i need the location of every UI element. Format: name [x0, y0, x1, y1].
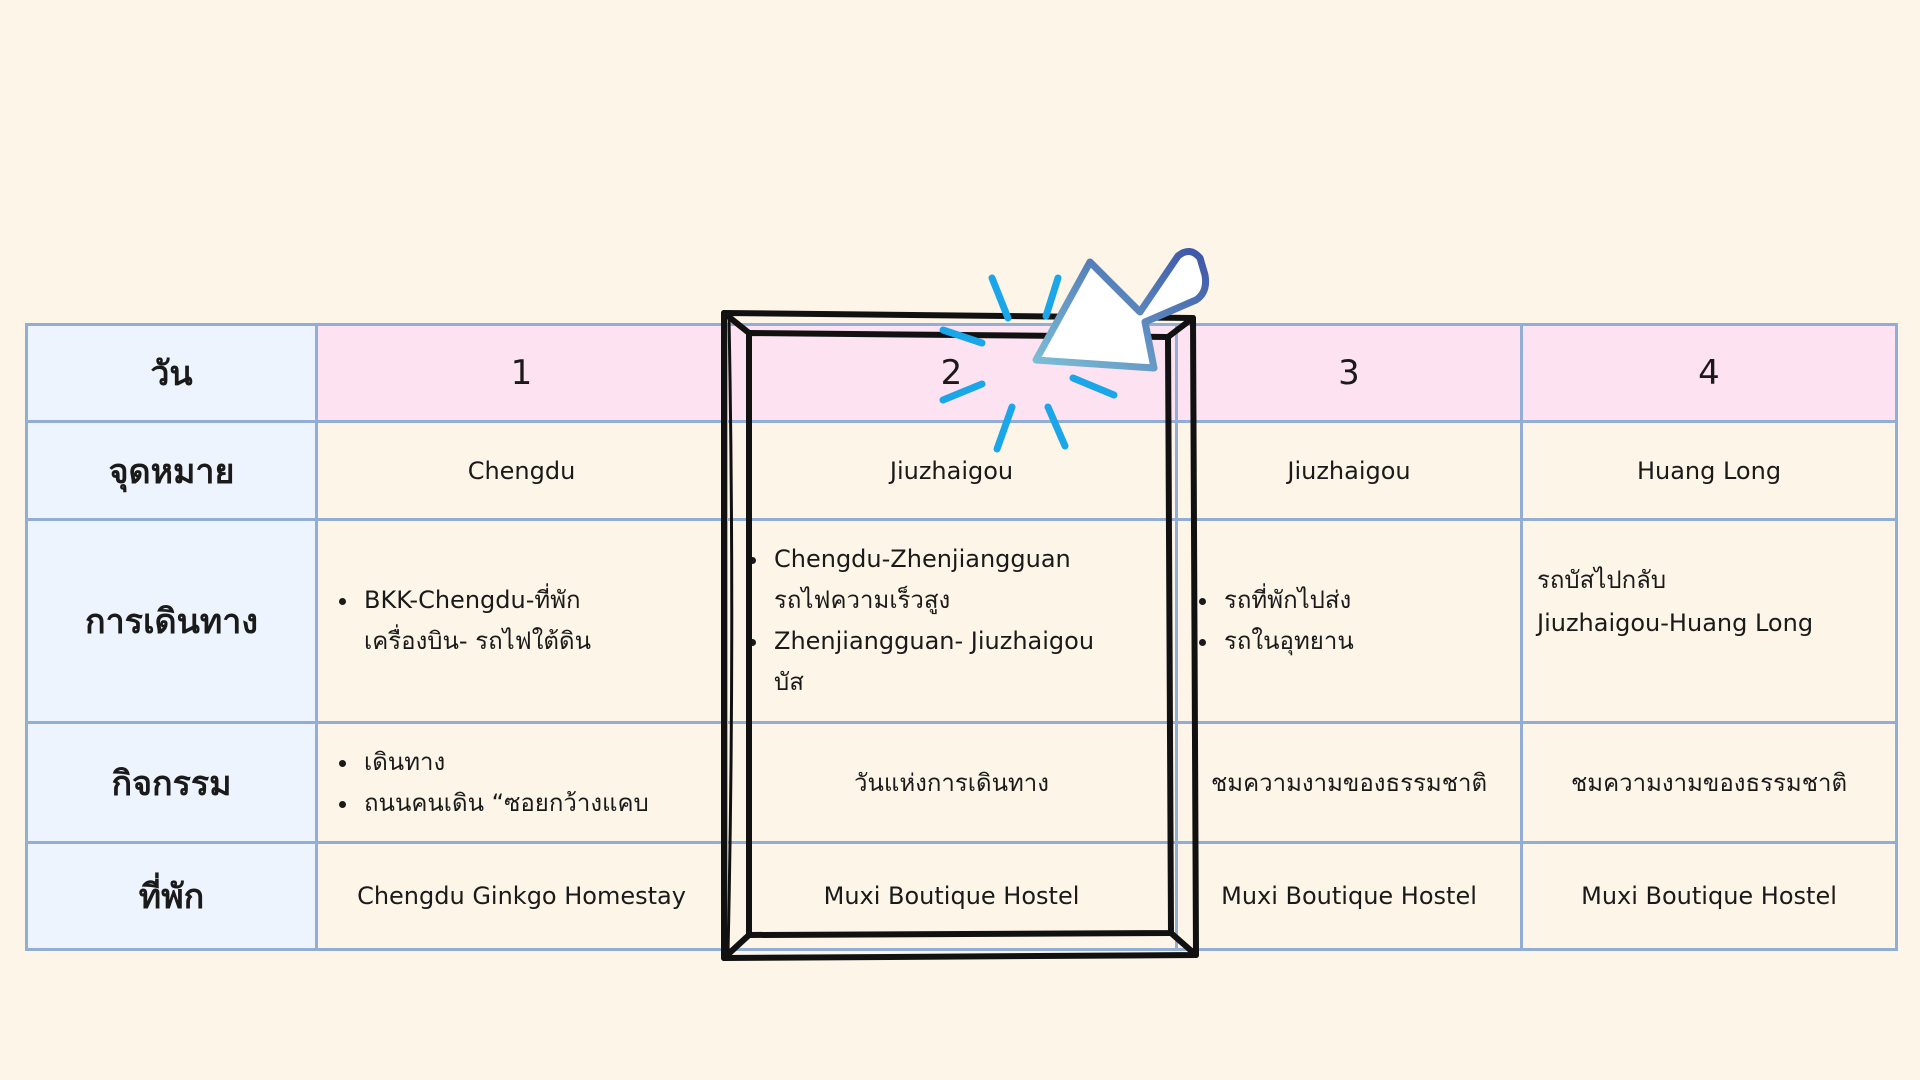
activity-day-1: เดินทาง ถนนคนเดิน “ซอยกว้างแคบ: [315, 721, 728, 844]
list-item: ถนนคนเดิน “ซอยกว้างแคบ: [360, 783, 717, 824]
accommodation-day-1: Chengdu Ginkgo Homestay: [315, 841, 728, 951]
accommodation-day-4: Muxi Boutique Hostel: [1520, 841, 1898, 951]
destination-label: จุดหมาย: [25, 420, 318, 521]
accommodation-label: ที่พัก: [25, 841, 318, 951]
day-number-2: 2: [725, 323, 1178, 423]
list-item: เดินทาง: [360, 742, 717, 783]
activity-day-2: วันแห่งการเดินทาง: [725, 721, 1178, 844]
destination-day-2: Jiuzhaigou: [725, 420, 1178, 521]
destination-row: จุดหมาย Chengdu Jiuzhaigou Jiuzhaigou Hu…: [25, 420, 1898, 521]
day-label: วัน: [25, 323, 318, 423]
destination-day-4: Huang Long: [1520, 420, 1898, 521]
activity-label: กิจกรรม: [25, 721, 318, 844]
travel-row: การเดินทาง BKK-Chengdu-ที่พักเครื่องบิน-…: [25, 518, 1898, 724]
destination-day-3: Jiuzhaigou: [1175, 420, 1523, 521]
destination-day-1: Chengdu: [315, 420, 728, 521]
day-number-4: 4: [1520, 323, 1898, 423]
list-item: รถที่พักไปส่ง: [1220, 580, 1512, 621]
list-item: รถในอุทยาน: [1220, 621, 1512, 662]
activity-day-3: ชมความงามของธรรมชาติ: [1175, 721, 1523, 844]
travel-list-day-3: รถที่พักไปส่ง รถในอุทยาน: [1186, 580, 1512, 662]
accommodation-row: ที่พัก Chengdu Ginkgo Homestay Muxi Bout…: [25, 841, 1898, 951]
activity-list-day-1: เดินทาง ถนนคนเดิน “ซอยกว้างแคบ: [326, 742, 717, 824]
accommodation-day-2: Muxi Boutique Hostel: [725, 841, 1178, 951]
travel-day-3: รถที่พักไปส่ง รถในอุทยาน: [1175, 518, 1523, 724]
accommodation-day-3: Muxi Boutique Hostel: [1175, 841, 1523, 951]
activity-day-4: ชมความงามของธรรมชาติ: [1520, 721, 1898, 844]
activity-row: กิจกรรม เดินทาง ถนนคนเดิน “ซอยกว้างแคบ ว…: [25, 721, 1898, 844]
day-row: วัน 1 2 3 4: [25, 323, 1898, 423]
travel-label: การเดินทาง: [25, 518, 318, 724]
day-number-3: 3: [1175, 323, 1523, 423]
day-number-1: 1: [315, 323, 728, 423]
itinerary-table: วัน 1 2 3 4 จุดหมาย Chengdu Jiuzhaigou J…: [25, 323, 1898, 951]
